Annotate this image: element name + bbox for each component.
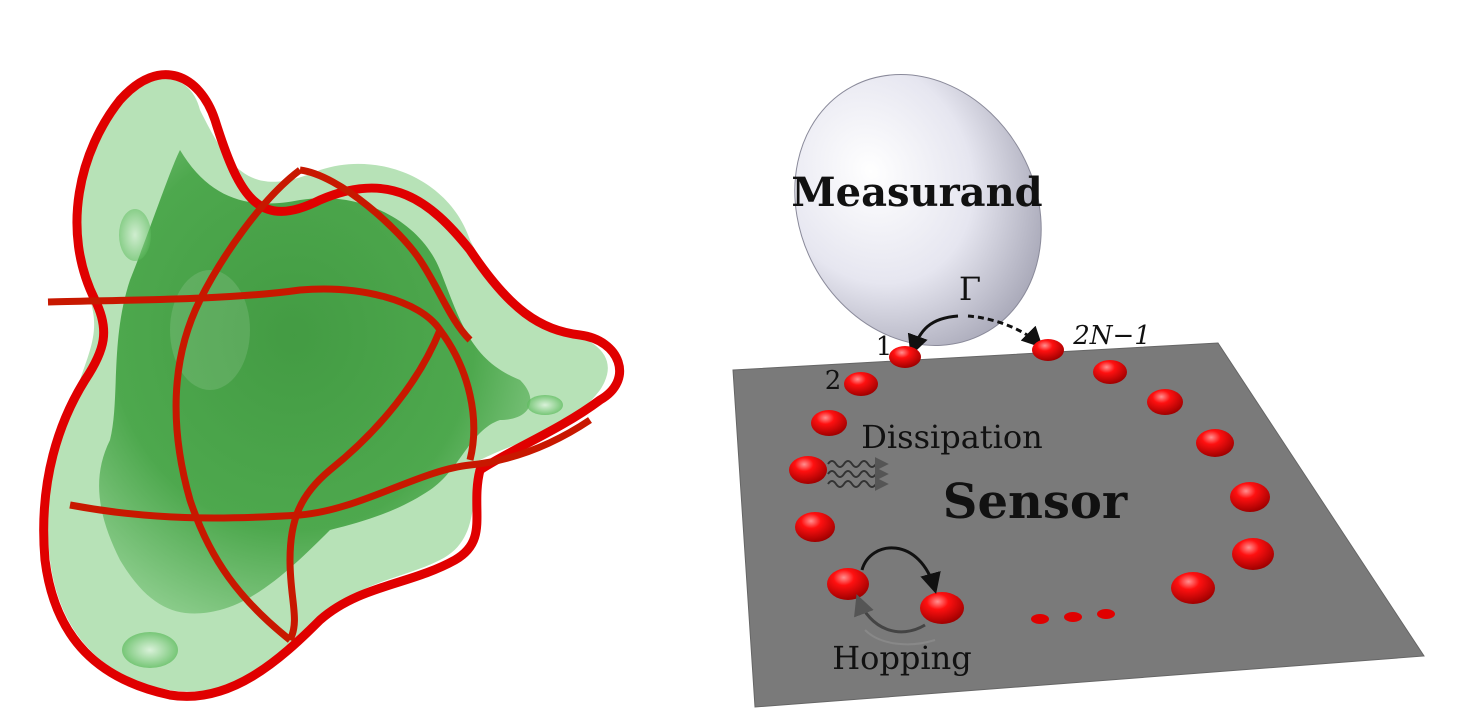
- surface-highlight: [122, 632, 178, 668]
- site-markers: [789, 339, 1274, 624]
- site-marker: [1171, 572, 1215, 604]
- surface-highlight: [119, 209, 151, 261]
- site-marker: [844, 372, 878, 396]
- site-marker: [789, 456, 827, 484]
- curved-arrow-icon: [854, 546, 941, 646]
- sensor-schematic: Measurand Γ 1 2: [732, 74, 1425, 708]
- site-label-last: 2N−1: [1072, 321, 1151, 351]
- site-marker: [920, 592, 964, 624]
- boundary-curve-outer: [39, 70, 625, 701]
- site-marker: [1196, 429, 1234, 457]
- measurand-body: [794, 74, 1042, 346]
- site-marker: [1147, 389, 1183, 415]
- sensor-label: Sensor: [943, 474, 1128, 530]
- boundary-curve-inner-1: [47, 285, 478, 461]
- site-marker: [1232, 538, 1274, 570]
- site-label-second: 2: [825, 366, 842, 396]
- dissipation-label: Dissipation: [861, 418, 1043, 456]
- gamma-label: Γ: [959, 270, 981, 308]
- surface-highlight: [527, 395, 563, 415]
- boundary-curve-inner-3: [69, 417, 592, 522]
- site-marker: [1093, 360, 1127, 384]
- site-marker: [827, 568, 869, 600]
- site-marker: [811, 410, 847, 436]
- coupling-arrow-right: [967, 314, 1043, 348]
- wavy-arrow-icon: [827, 457, 889, 491]
- site-marker: [1032, 339, 1064, 361]
- site-marker: [1230, 482, 1270, 512]
- minimal-surface-illustration: [39, 70, 625, 701]
- measurand-label: Measurand: [791, 169, 1042, 216]
- dots-ellipsis-icon: [1031, 609, 1115, 624]
- site-marker: [889, 346, 921, 368]
- boundary-curve-inner-4: [286, 328, 444, 642]
- site-marker: [795, 512, 835, 542]
- boundary-curve-inner-2: [172, 167, 303, 643]
- site-label-first: 1: [876, 332, 893, 362]
- boundary-curve-inner-5: [299, 166, 473, 343]
- coupling-arrow-left: [907, 314, 959, 356]
- hopping-label: Hopping: [832, 639, 971, 677]
